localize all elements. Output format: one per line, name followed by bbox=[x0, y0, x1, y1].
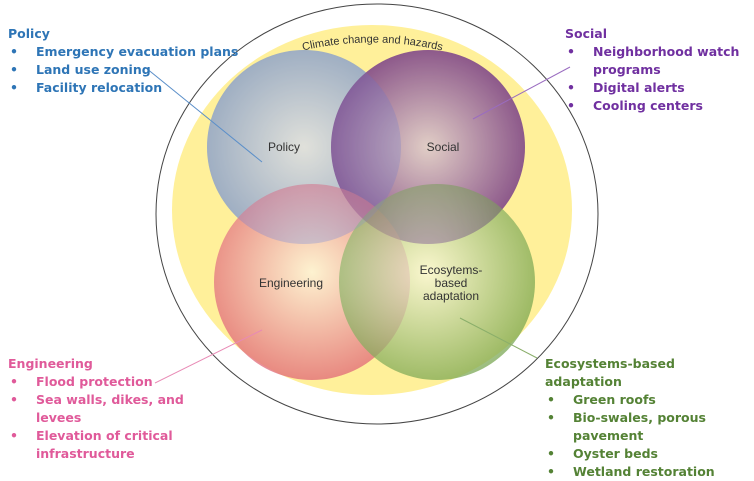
list-item: Sea walls, dikes, and levees bbox=[8, 391, 218, 427]
ecosystems-panel: Ecosystems-based adaptation Green roofs … bbox=[545, 355, 754, 481]
list-item: Green roofs bbox=[545, 391, 754, 409]
leader-line-social bbox=[472, 66, 571, 120]
list-item: Emergency evacuation plans bbox=[8, 43, 238, 61]
list-item: Oyster beds bbox=[545, 445, 754, 463]
list-item: Bio-swales, porous pavement bbox=[545, 409, 754, 445]
circle-policy-overlay bbox=[207, 50, 401, 244]
policy-list: Emergency evacuation plans Land use zoni… bbox=[8, 43, 238, 97]
list-item: Cooling centers bbox=[565, 97, 745, 115]
label-policy: Policy bbox=[268, 140, 300, 154]
ecosystems-title: Ecosystems-based adaptation bbox=[545, 356, 675, 389]
venn-diagram: Climate change and hazards Policy Social… bbox=[145, 3, 599, 425]
list-item: Digital alerts bbox=[565, 79, 745, 97]
list-item: Wetland restoration bbox=[545, 463, 754, 481]
ecosystems-list: Green roofs Bio-swales, porous pavement … bbox=[545, 391, 754, 481]
label-ecosystems-line2: based bbox=[435, 276, 468, 290]
circle-social-overlay bbox=[331, 50, 525, 244]
social-panel: Social Neighborhood watch programs Digit… bbox=[565, 25, 745, 115]
engineering-list: Flood protection Sea walls, dikes, and l… bbox=[8, 373, 218, 463]
engineering-panel: Engineering Flood protection Sea walls, … bbox=[8, 355, 218, 463]
list-item: Flood protection bbox=[8, 373, 218, 391]
social-list: Neighborhood watch programs Digital aler… bbox=[565, 43, 745, 115]
label-ecosystems-line1: Ecosytems- bbox=[420, 263, 483, 277]
label-engineering: Engineering bbox=[259, 276, 323, 290]
policy-panel: Policy Emergency evacuation plans Land u… bbox=[8, 25, 238, 97]
list-item: Facility relocation bbox=[8, 79, 238, 97]
policy-title: Policy bbox=[8, 26, 50, 41]
leader-line-ecosystems bbox=[459, 317, 538, 359]
list-item: Neighborhood watch programs bbox=[565, 43, 745, 79]
label-social: Social bbox=[427, 140, 460, 154]
list-item: Land use zoning bbox=[8, 61, 238, 79]
engineering-title: Engineering bbox=[8, 356, 93, 371]
list-item: Elevation of critical infrastructure bbox=[8, 427, 218, 463]
label-ecosystems-line3: adaptation bbox=[423, 289, 479, 303]
social-title: Social bbox=[565, 26, 608, 41]
